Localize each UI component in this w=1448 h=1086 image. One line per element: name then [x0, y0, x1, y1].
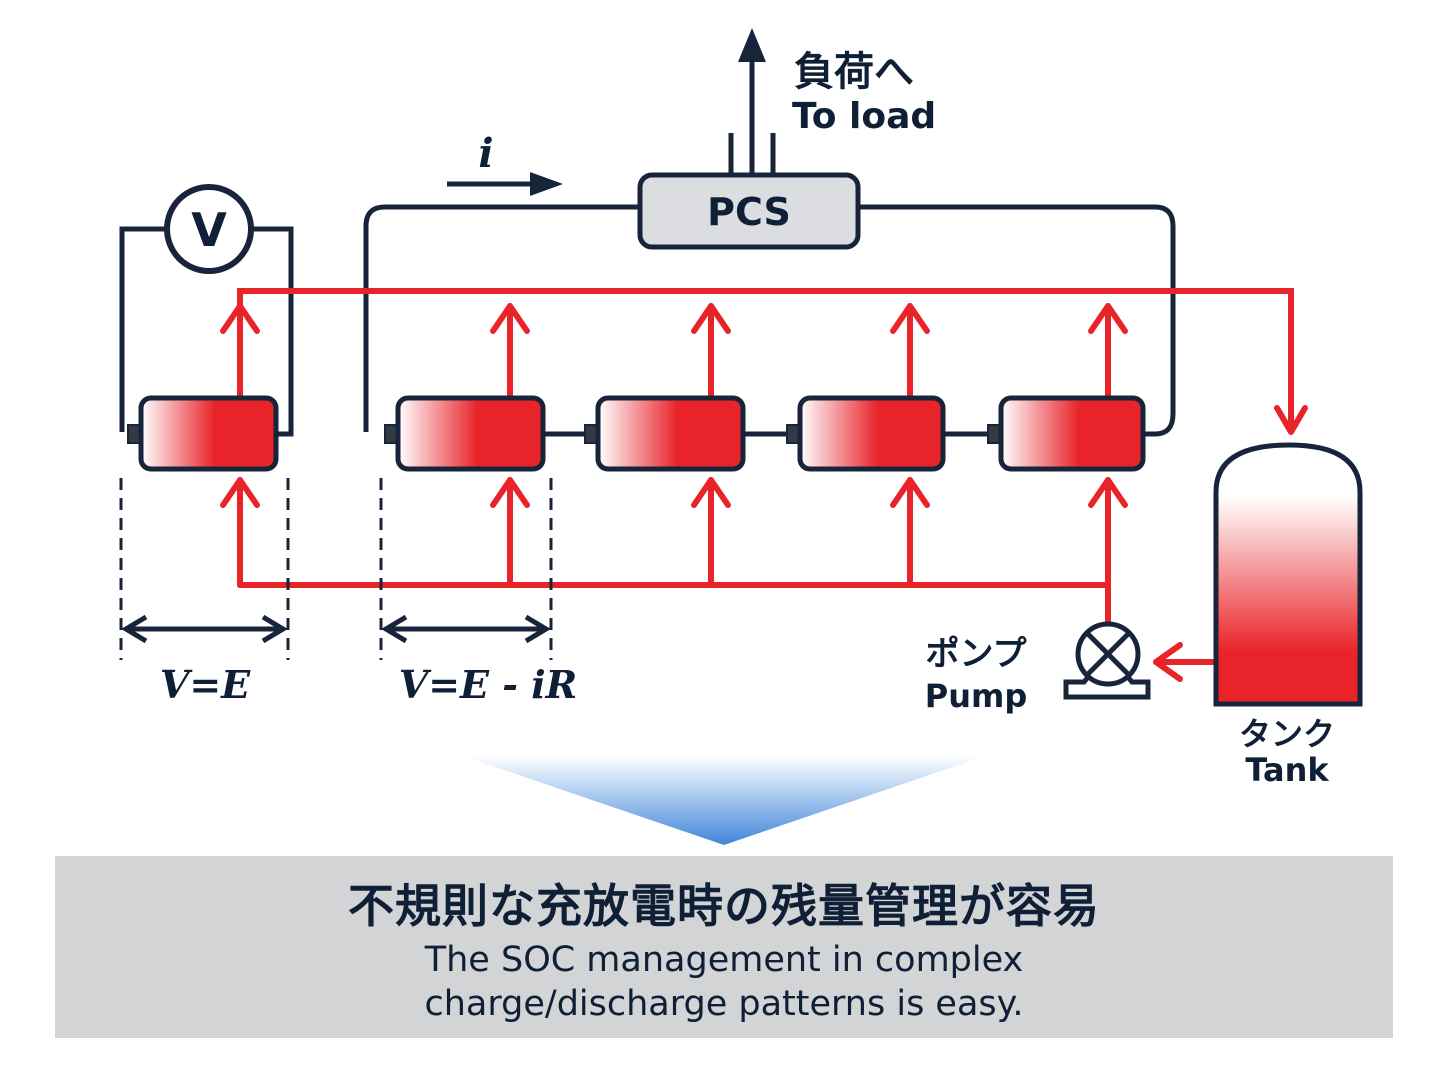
- tank-label-en: Tank: [1245, 751, 1329, 789]
- stack-voltage-dimension: [379, 478, 553, 660]
- current-arrow: [447, 172, 563, 196]
- voltmeter-wires: [119, 226, 294, 437]
- pump: [1063, 621, 1151, 700]
- pump-label-en: Pump: [925, 677, 1027, 715]
- tank-label-jp: タンク: [1239, 715, 1335, 753]
- electrolyte-supply-pipe: [220, 477, 1219, 682]
- current-label: i: [478, 130, 493, 177]
- conclusion-arrow: [463, 756, 985, 845]
- conclusion-banner: 不規則な充放電時の残量管理が容易 The SOC management in c…: [55, 856, 1393, 1038]
- pcs-box: PCS: [637, 172, 861, 250]
- load-output: [728, 58, 776, 175]
- voltmeter: V: [164, 184, 254, 274]
- stack-cell-2: [584, 395, 746, 472]
- load-arrow-head: [738, 28, 766, 62]
- pump-label-jp: ポンプ: [926, 634, 1027, 674]
- banner-text-en-line2: charge/discharge patterns is easy.: [424, 984, 1024, 1024]
- monitor-voltage-dimension: [119, 478, 290, 660]
- stack-voltage-label: V=E - iR: [399, 662, 578, 707]
- load-label-jp: 負荷へ: [794, 49, 914, 95]
- pcs-label: PCS: [707, 190, 791, 234]
- stack-cell-3: [786, 395, 946, 472]
- monitor-voltage-label: V=E: [160, 662, 251, 707]
- stack-cell-1: [384, 395, 546, 472]
- banner-title-jp: 不規則な充放電時の残量管理が容易: [348, 879, 1100, 933]
- voltmeter-label: V: [191, 203, 227, 257]
- stack-cell-4: [987, 395, 1146, 472]
- monitor-cell: [127, 395, 279, 472]
- load-label-en: To load: [792, 96, 936, 137]
- tank: [1213, 442, 1363, 707]
- banner-text-en-line1: The SOC management in complex: [424, 940, 1024, 980]
- cell-outflow-arrows: [220, 303, 1128, 399]
